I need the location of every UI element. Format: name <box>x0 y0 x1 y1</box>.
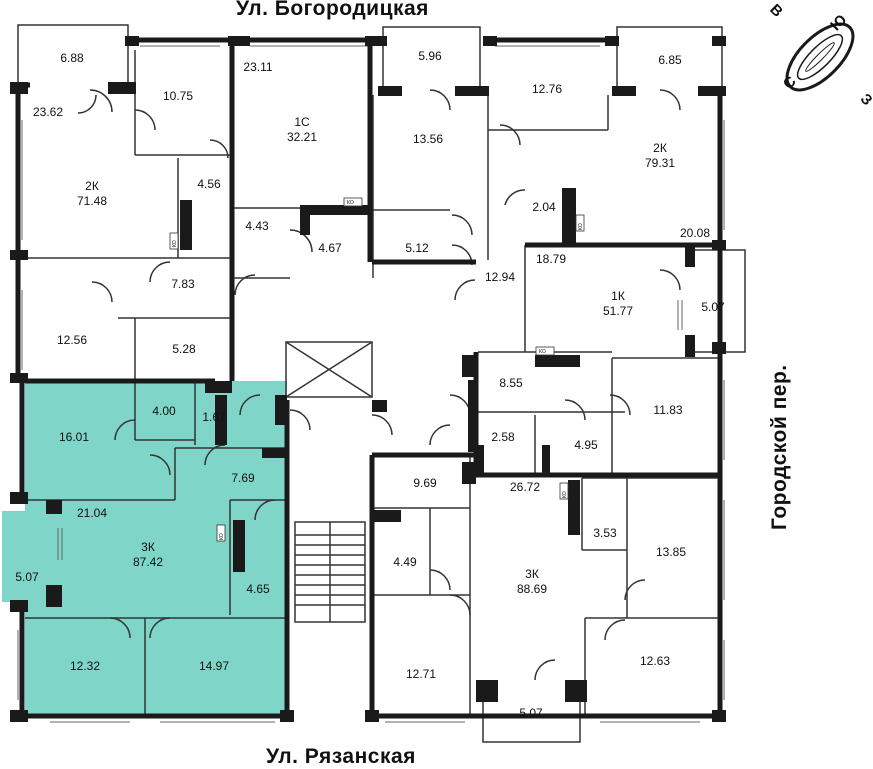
apartment-total-area: 87.42 <box>133 555 163 569</box>
vent-label: КО <box>562 491 568 498</box>
room-area: 23.62 <box>33 105 63 119</box>
room-area: 3.53 <box>593 526 617 540</box>
vent-label: КО <box>578 223 584 230</box>
room-area: 11.83 <box>653 403 682 417</box>
room-area: 6.88 <box>60 51 84 65</box>
apartment-total-area: 88.69 <box>517 582 547 596</box>
apartment-type: 1С <box>294 115 310 129</box>
room-area: 4.95 <box>574 438 598 452</box>
apartment-type: 3К <box>525 567 539 581</box>
room-area: 12.32 <box>70 659 100 673</box>
room-area: 26.72 <box>510 480 540 494</box>
room-area: 12.71 <box>406 667 436 681</box>
room-area: 16.01 <box>59 430 89 444</box>
vent-labels: КО КО КО КО КО КО <box>169 197 585 542</box>
room-area: 9.69 <box>413 476 437 490</box>
room-area: 2.04 <box>532 200 556 214</box>
vent-label: КО <box>219 533 225 540</box>
compass-east: В <box>766 1 786 21</box>
vent-label: КО <box>347 200 354 206</box>
room-area: 10.75 <box>163 89 193 103</box>
vent-label: КО <box>539 349 546 355</box>
compass-needle <box>805 42 835 72</box>
room-area: 12.94 <box>485 270 515 284</box>
room-area: 5.07 <box>701 300 725 314</box>
room-area: 14.97 <box>199 659 229 673</box>
compass-south: Ю <box>827 11 850 34</box>
room-area: 7.83 <box>171 277 195 291</box>
street-name-bottom: Ул. Рязанская <box>266 745 416 768</box>
room-area: 4.43 <box>245 219 269 233</box>
room-area: 23.11 <box>243 60 272 74</box>
vent-label: КО <box>172 240 178 247</box>
room-area: 5.96 <box>418 49 442 63</box>
room-area: 4.49 <box>393 555 417 569</box>
apartment-type: 1К <box>611 289 625 303</box>
apartment-total-area: 32.21 <box>287 130 317 144</box>
room-area: 12.76 <box>532 82 562 96</box>
room-area: 2.58 <box>491 430 515 444</box>
room-area: 18.79 <box>536 252 566 266</box>
room-areas: 6.88 23.62 10.75 4.56 12.56 7.83 5.28 23… <box>15 49 725 720</box>
room-partitions <box>17 24 746 743</box>
room-area: 5.28 <box>172 342 196 356</box>
room-area: 4.67 <box>318 241 342 255</box>
apartment-type: 2К <box>85 179 99 193</box>
room-area: 4.65 <box>246 582 270 596</box>
room-area: 5.12 <box>405 241 429 255</box>
apartment-total-area: 51.77 <box>603 304 633 318</box>
room-area: 5.07 <box>15 570 39 584</box>
compass-west: З <box>857 90 873 109</box>
room-area: 4.00 <box>152 404 176 418</box>
room-area: 1.67 <box>202 410 226 424</box>
compass-ring <box>785 22 855 92</box>
room-area: 4.56 <box>197 177 221 191</box>
street-name-top: Ул. Богородицкая <box>236 0 429 20</box>
room-area: 6.85 <box>658 53 682 67</box>
apartment-labels: 2К 71.48 1С 32.21 2К 79.31 1К 51.77 3К 8… <box>77 115 675 596</box>
wall-blocks <box>10 36 726 722</box>
room-area: 21.04 <box>77 506 107 520</box>
compass: Ю В С З <box>766 1 873 109</box>
room-area: 12.63 <box>640 654 670 668</box>
room-area: 5.07 <box>519 706 543 720</box>
room-area: 8.55 <box>499 376 523 390</box>
compass-inner <box>796 33 844 81</box>
apartment-type: 3К <box>141 540 155 554</box>
room-area: 20.08 <box>680 226 710 240</box>
apartment-total-area: 71.48 <box>77 194 107 208</box>
room-area: 12.56 <box>57 333 87 347</box>
apartment-total-area: 79.31 <box>645 156 675 170</box>
apartment-type: 2К <box>653 141 667 155</box>
room-area: 13.56 <box>413 132 443 146</box>
room-area: 7.69 <box>231 471 255 485</box>
room-area: 13.85 <box>656 545 686 559</box>
